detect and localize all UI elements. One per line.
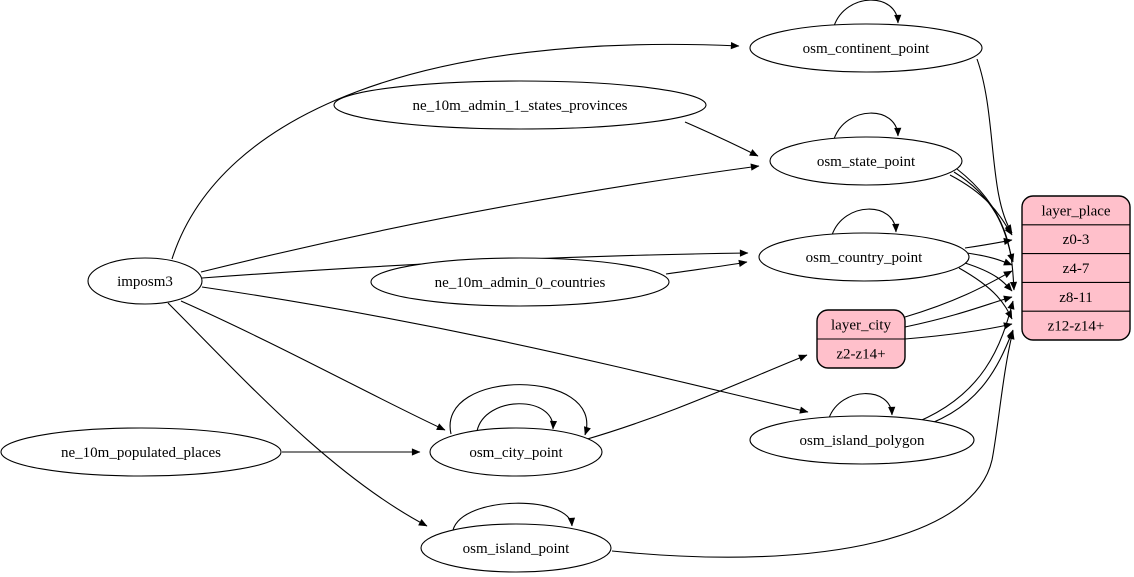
edge-osm_state_point-to-osm_state_point-self-loop [833,112,902,140]
node-layer_place: layer_place z0-3 z4-7 z8-11 z12-z14+ [1021,195,1131,341]
osm_state_point-label: osm_state_point [817,154,916,170]
layer_place-row-2: z4-7 [1063,261,1090,277]
edge-imposm3-to-osm_island_point [167,302,428,527]
edge-osm_country_point-to-layer_place-z0-3 [964,237,1013,249]
layer_city-row-1: z2-z14+ [836,347,885,363]
osm_country_point-shape [758,232,970,282]
ne_10m_admin_0_countries-shape [370,257,670,307]
edge-imposm3-to-osm_island_polygon [201,286,809,414]
ne_10m_populated_places-label: ne_10m_populated_places [61,445,221,461]
node-imposm3: imposm3 [87,257,203,305]
osm_island_polygon-shape [749,415,975,465]
imposm3-label: imposm3 [117,274,173,290]
node-layer_city: layer_city z2-z14+ [816,309,906,369]
layer_city-row-0: layer_city [831,318,891,334]
edge-osm_country_point-to-layer_place-z4-7 [966,252,1013,266]
edge-layer_city-to-layer_place-z12-z14+ [904,322,1013,340]
edges-layer [167,0,1018,558]
ne_10m_admin_0_countries-label: ne_10m_admin_0_countries [435,275,606,291]
edge-ne_10m_admin_1_states_provinces-to-osm_state_point [684,121,759,157]
edge-osm_city_point-to-osm_city_point-self-loop [449,384,591,436]
edge-osm_island_polygon-to-layer_place-z12-z14+ [910,329,1014,431]
edge-osm_country_point-to-osm_country_point-self-loop [831,208,900,236]
edge-osm_island_point-to-layer_place-z12-z14+ [611,330,1015,558]
node-osm_island_point: osm_island_point [420,523,612,573]
osm_continent_point-label: osm_continent_point [803,41,930,57]
osm_city_point-label: osm_city_point [469,445,563,461]
edge-osm_continent_point-to-osm_continent_point-self-loop [833,0,902,27]
edge-imposm3-to-osm_city_point [180,300,446,431]
node-osm_country_point: osm_country_point [758,232,970,282]
edge-osm_country_point-to-layer_place-z12-z14+ [958,267,1013,320]
edge-osm_island_point-to-osm_island_point-self-loop [452,502,576,531]
osm_island_polygon-label: osm_island_polygon [799,433,925,449]
edge-layer_city-to-layer_place-z8-11 [904,295,1013,328]
layer_place-row-1: z0-3 [1063,232,1090,248]
osm_state_point-shape [769,136,963,186]
edge-osm_country_point-to-layer_place-z8-11 [964,262,1013,292]
edge-osm_city_point-to-layer_city-z2-z14+ [583,354,808,441]
edge-osm_state_point-to-layer_place-z8-11 [956,168,1018,291]
layer_place-shape [1021,195,1131,341]
node-osm_island_polygon: osm_island_polygon [749,415,975,465]
layer_place-row-0: layer_place [1041,203,1110,219]
node-osm_city_point: osm_city_point [429,427,603,477]
node-osm_state_point: osm_state_point [769,136,963,186]
osm_city_point-shape [429,427,603,477]
nodes-layer: imposm3 ne_10m_admin_1_states_provincesne… [0,23,1131,573]
edge-imposm3-to-osm_continent_point [171,42,740,260]
node-ne_10m_admin_1_states_provinces: ne_10m_admin_1_states_provinces [333,80,707,130]
edge-osm_continent_point-to-layer_place-z0-3 [976,58,1013,234]
ne_10m_populated_places-shape [0,427,282,477]
layer_place-row-4: z12-z14+ [1048,319,1105,335]
edge-osm_island_polygon-to-layer_place-z8-11 [906,300,1015,427]
osm_island_point-shape [420,523,612,573]
node-osm_continent_point: osm_continent_point [749,23,983,73]
ne_10m_admin_1_states_provinces-label: ne_10m_admin_1_states_provinces [413,98,628,114]
ne_10m_admin_1_states_provinces-shape [333,80,707,130]
edge-osm_city_point-to-osm_city_point-self-loop [476,403,558,432]
node-ne_10m_populated_places: ne_10m_populated_places [0,427,282,477]
osm_country_point-label: osm_country_point [806,250,923,266]
edge-imposm3-to-osm_state_point [200,163,760,273]
edge-layer_city-to-layer_place-z4-7 [904,270,1013,318]
node-ne_10m_admin_0_countries: ne_10m_admin_0_countries [370,257,670,307]
osm_continent_point-shape [749,23,983,73]
osm_island_point-label: osm_island_point [463,541,571,557]
edge-ne_10m_admin_0_countries-to-osm_country_point [665,259,748,275]
edge-osm_island_polygon-to-osm_island_polygon-self-loop [828,393,896,419]
imposm3-shape [87,257,203,305]
layer_place-row-3: z8-11 [1059,290,1093,306]
